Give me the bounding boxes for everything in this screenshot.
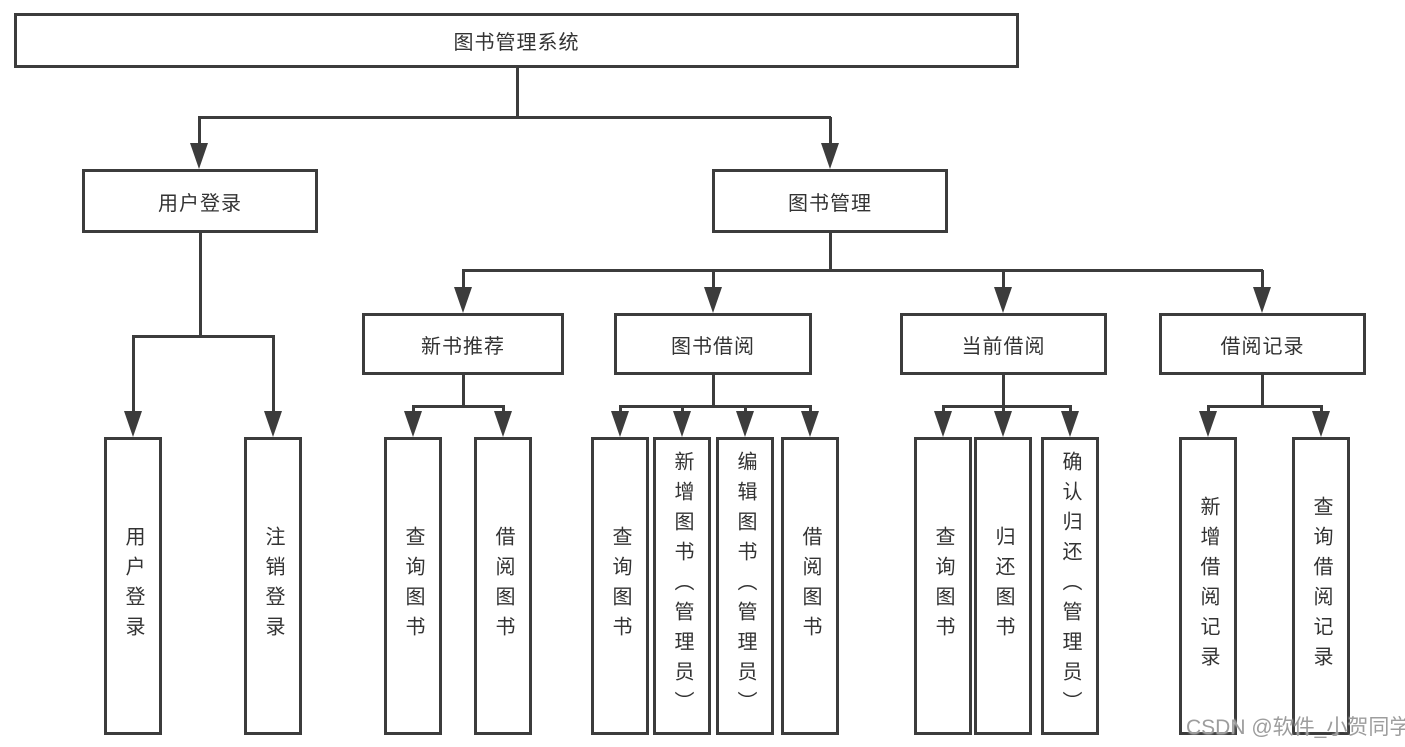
node-edit-book-admin: 编辑图书（管理员）: [716, 437, 774, 735]
connector-root-stub: [516, 66, 519, 117]
arrow-down-user-login: [190, 143, 208, 169]
connector-recommend-rail: [412, 405, 505, 408]
connector-recommend-shaft: [462, 270, 465, 289]
leaf-label: 借阅图书: [492, 526, 514, 646]
connector-level2-rail: [198, 116, 831, 119]
arrow-down-leaf: [736, 411, 754, 437]
connector-leaf-shaft: [681, 406, 684, 413]
leaf-label: 新增图书（管理员）: [671, 451, 693, 721]
arrow-down-recommend: [454, 287, 472, 313]
arrow-down-leaf: [1061, 411, 1079, 437]
connector-leaf-shaft: [1069, 406, 1072, 413]
connector-login-leaf-shaft: [132, 336, 135, 413]
arrow-down-leaf: [494, 411, 512, 437]
leaf-label: 编辑图书（管理员）: [734, 451, 756, 721]
connector-records-rail: [1207, 405, 1323, 408]
connector-leaf-shaft: [619, 406, 622, 413]
leaf-label: 注销登录: [262, 526, 284, 646]
connector-current-shaft: [1002, 270, 1005, 289]
arrow-down-leaf: [611, 411, 629, 437]
connector-current-down: [1002, 373, 1005, 406]
connector-logout-leaf-shaft: [272, 336, 275, 413]
arrow-down-login-leaf: [124, 411, 142, 437]
watermark-text: CSDN @软件_小贺同学: [1186, 716, 1405, 739]
connector-borrow-shaft: [712, 270, 715, 289]
connector-book-mgmt-down: [829, 232, 832, 270]
connector-book-mgmt-shaft: [829, 117, 832, 145]
node-borrow-books-leaf: 借阅图书: [781, 437, 839, 735]
leaf-label: 确认归还（管理员）: [1059, 451, 1081, 721]
node-new-book-recommend: 新书推荐: [362, 313, 564, 375]
connector-leaf-shaft: [1207, 406, 1210, 413]
connector-records-shaft: [1261, 270, 1264, 289]
node-book-management: 图书管理: [712, 169, 948, 233]
node-borrow-records: 借阅记录: [1159, 313, 1366, 375]
leaf-label: 查询图书: [609, 526, 631, 646]
arrow-down-records: [1253, 287, 1271, 313]
arrow-down-leaf: [994, 411, 1012, 437]
connector-user-login-rail: [132, 335, 275, 338]
connector-leaf-shaft: [1002, 406, 1005, 413]
arrow-down-leaf: [404, 411, 422, 437]
node-user-login: 用户登录: [82, 169, 318, 233]
arrow-down-current: [994, 287, 1012, 313]
arrow-down-book-mgmt: [821, 143, 839, 169]
arrow-down-leaf: [673, 411, 691, 437]
arrow-down-borrow: [704, 287, 722, 313]
leaf-label: 查询借阅记录: [1310, 496, 1332, 676]
node-query-books-recommend: 查询图书: [384, 437, 442, 735]
arrow-down-logout-leaf: [264, 411, 282, 437]
node-query-borrow-record: 查询借阅记录: [1292, 437, 1350, 735]
connector-user-login-down: [199, 232, 202, 336]
node-book-borrow: 图书借阅: [614, 313, 812, 375]
node-user-login-leaf: 用户登录: [104, 437, 162, 735]
leaf-label: 查询图书: [932, 526, 954, 646]
connector-leaf-shaft: [502, 406, 505, 413]
arrow-down-leaf: [1199, 411, 1217, 437]
node-borrow-books-recommend: 借阅图书: [474, 437, 532, 735]
node-library-management-system: 图书管理系统: [14, 13, 1019, 68]
leaf-label: 借阅图书: [799, 526, 821, 646]
arrow-down-leaf: [934, 411, 952, 437]
node-query-books-current: 查询图书: [914, 437, 972, 735]
node-query-books-borrow: 查询图书: [591, 437, 649, 735]
arrow-down-leaf: [1312, 411, 1330, 437]
node-add-book-admin: 新增图书（管理员）: [653, 437, 711, 735]
connector-current-rail: [942, 405, 1072, 408]
connector-leaf-shaft: [942, 406, 945, 413]
connector-leaf-shaft: [744, 406, 747, 413]
node-confirm-return-admin: 确认归还（管理员）: [1041, 437, 1099, 735]
node-return-book: 归还图书: [974, 437, 1032, 735]
node-add-borrow-record: 新增借阅记录: [1179, 437, 1237, 735]
connector-recommend-down: [462, 373, 465, 406]
connector-leaf-shaft: [412, 406, 415, 413]
connector-user-login-shaft: [198, 117, 201, 145]
connector-leaf-shaft: [809, 406, 812, 413]
leaf-label: 用户登录: [122, 526, 144, 646]
connector-records-down: [1261, 373, 1264, 406]
connector-borrow-rail: [619, 405, 812, 408]
node-current-borrow: 当前借阅: [900, 313, 1107, 375]
connector-leaf-shaft: [1320, 406, 1323, 413]
arrow-down-leaf: [801, 411, 819, 437]
node-logout-leaf: 注销登录: [244, 437, 302, 735]
connector-level3-rail: [462, 269, 1263, 272]
leaf-label: 归还图书: [992, 526, 1014, 646]
connector-borrow-down: [712, 373, 715, 406]
leaf-label: 新增借阅记录: [1197, 496, 1219, 676]
leaf-label: 查询图书: [402, 526, 424, 646]
